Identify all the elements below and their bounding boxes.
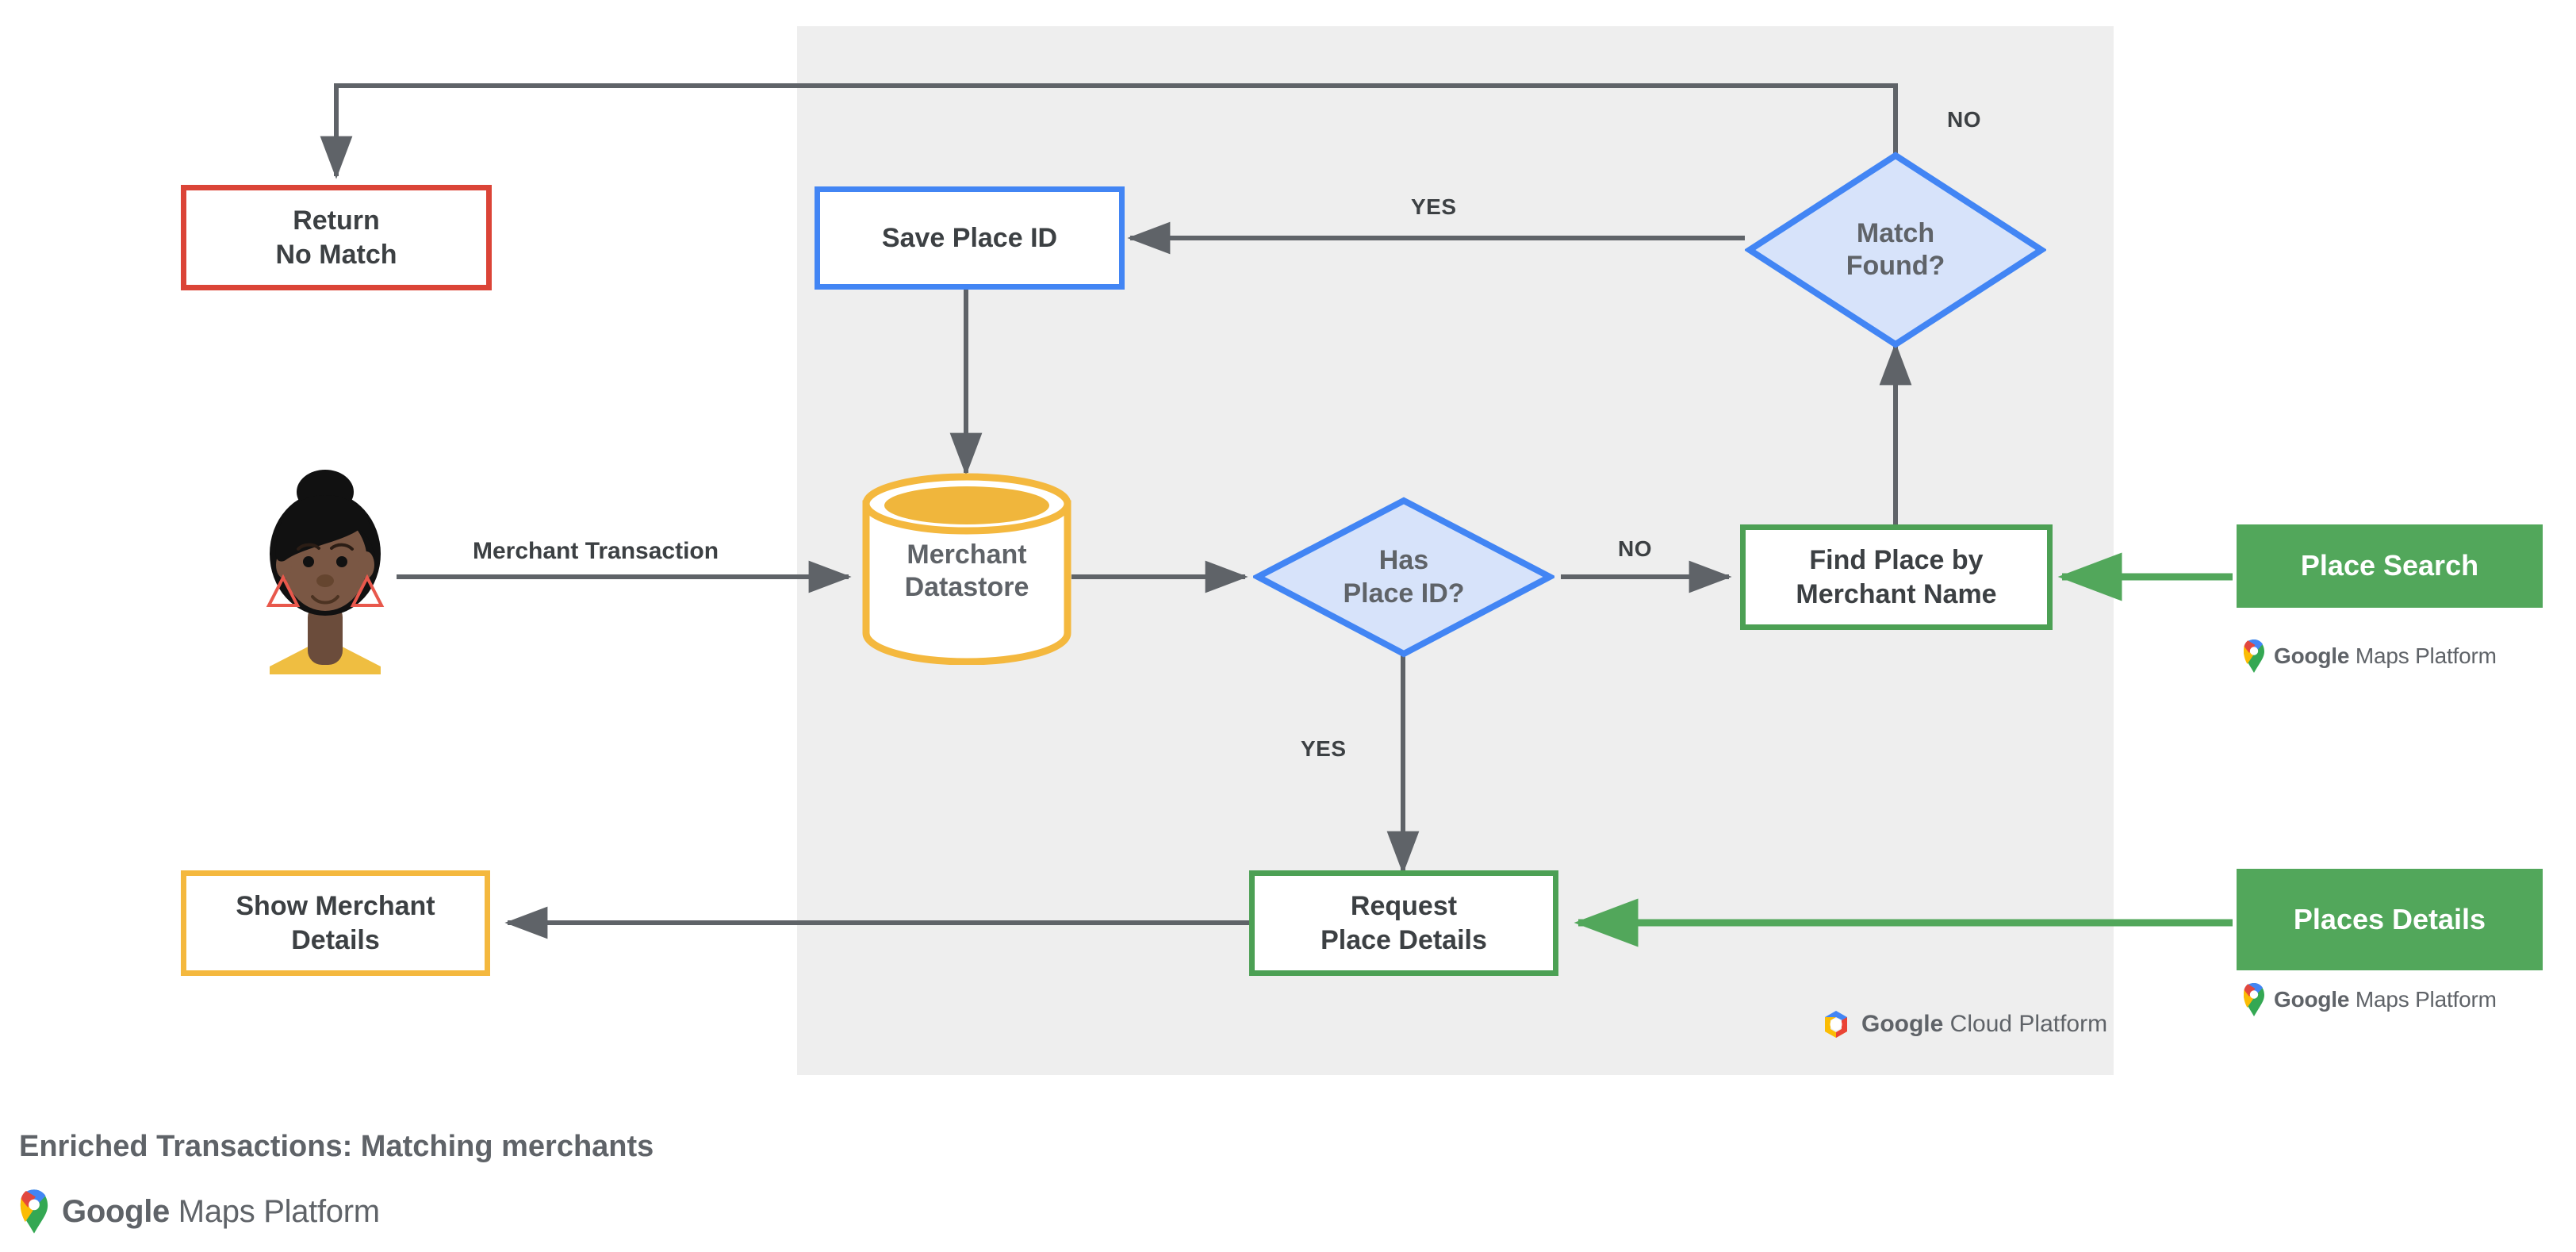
footer-google-maps-platform-logo: Google Maps Platform — [17, 1189, 380, 1235]
node-find-place-by-merchant-name[interactable]: Find Place by Merchant Name — [1740, 524, 2053, 630]
places-details-maps-platform-logo: Google Maps Platform — [2242, 982, 2497, 1017]
label-line-2: No Match — [275, 239, 397, 270]
node-places-details-label: Places Details — [2293, 902, 2486, 935]
wordmark-maps-platform: Maps Platform — [2349, 643, 2497, 668]
wordmark-cloud-platform: Cloud Platform — [1943, 1011, 2108, 1037]
label-line-1: Return — [293, 205, 380, 236]
node-find-place-label: Find Place by Merchant Name — [1796, 543, 1996, 610]
gcp-hexagon-icon — [1825, 1011, 1847, 1038]
maps-platform-wordmark: Google Maps Platform — [2274, 643, 2497, 669]
google-maps-pin-icon — [2244, 983, 2264, 1016]
edge-label-has-place-id-yes: YES — [1301, 736, 1347, 761]
node-show-merchant-details[interactable]: Show Merchant Details — [181, 870, 490, 976]
edge-label-has-place-id-no: NO — [1618, 536, 1652, 561]
edge-label-match-found-yes: YES — [1411, 194, 1457, 219]
label-line-2: Merchant Name — [1796, 578, 1997, 609]
node-merchant-datastore[interactable]: Merchant Datastore — [861, 472, 1073, 665]
node-place-search-label: Place Search — [2300, 549, 2479, 582]
node-save-place-id[interactable]: Save Place ID — [815, 186, 1125, 290]
node-return-no-match[interactable]: Return No Match — [181, 185, 492, 290]
edge-label-merchant-transaction: Merchant Transaction — [473, 538, 719, 564]
label-line-1: Request — [1350, 891, 1458, 922]
edge-label-match-found-no: NO — [1947, 107, 1981, 132]
label-line-2: Details — [291, 924, 380, 955]
google-cloud-platform-logo: Google Cloud Platform — [1820, 1009, 2107, 1039]
wordmark-google: Google — [1861, 1011, 1944, 1037]
node-places-details[interactable]: Places Details — [2237, 869, 2543, 970]
node-return-no-match-label: Return No Match — [276, 204, 397, 271]
wordmark-google: Google — [2274, 643, 2350, 668]
footer-wordmark: Google Maps Platform — [62, 1194, 380, 1230]
node-save-place-id-label: Save Place ID — [881, 222, 1058, 253]
node-has-place-id[interactable]: Has Place ID? — [1253, 496, 1554, 659]
node-match-found[interactable]: Match Found? — [1745, 151, 2046, 349]
label-line-2: Place Details — [1321, 924, 1487, 955]
maps-platform-wordmark: Google Maps Platform — [2274, 987, 2497, 1012]
wordmark-google: Google — [2274, 987, 2350, 1012]
wordmark-maps-platform: Maps Platform — [2349, 987, 2497, 1012]
label-line-1: Show Merchant — [236, 891, 435, 922]
place-search-maps-platform-logo: Google Maps Platform — [2242, 639, 2497, 674]
google-maps-pin-icon — [2244, 639, 2264, 673]
merchant-user-avatar — [254, 460, 397, 674]
node-request-place-details-label: Request Place Details — [1321, 889, 1487, 956]
node-request-place-details[interactable]: Request Place Details — [1249, 870, 1558, 976]
node-place-search[interactable]: Place Search — [2237, 524, 2543, 608]
wordmark-maps-platform: Maps Platform — [169, 1193, 380, 1229]
label-line-1: Find Place by — [1809, 545, 1984, 576]
google-maps-pin-icon — [20, 1189, 48, 1234]
node-show-merchant-details-label: Show Merchant Details — [236, 889, 435, 956]
gcp-wordmark: Google Cloud Platform — [1861, 1011, 2107, 1038]
wordmark-google: Google — [62, 1193, 170, 1229]
diagram-caption: Enriched Transactions: Matching merchant… — [19, 1130, 654, 1163]
